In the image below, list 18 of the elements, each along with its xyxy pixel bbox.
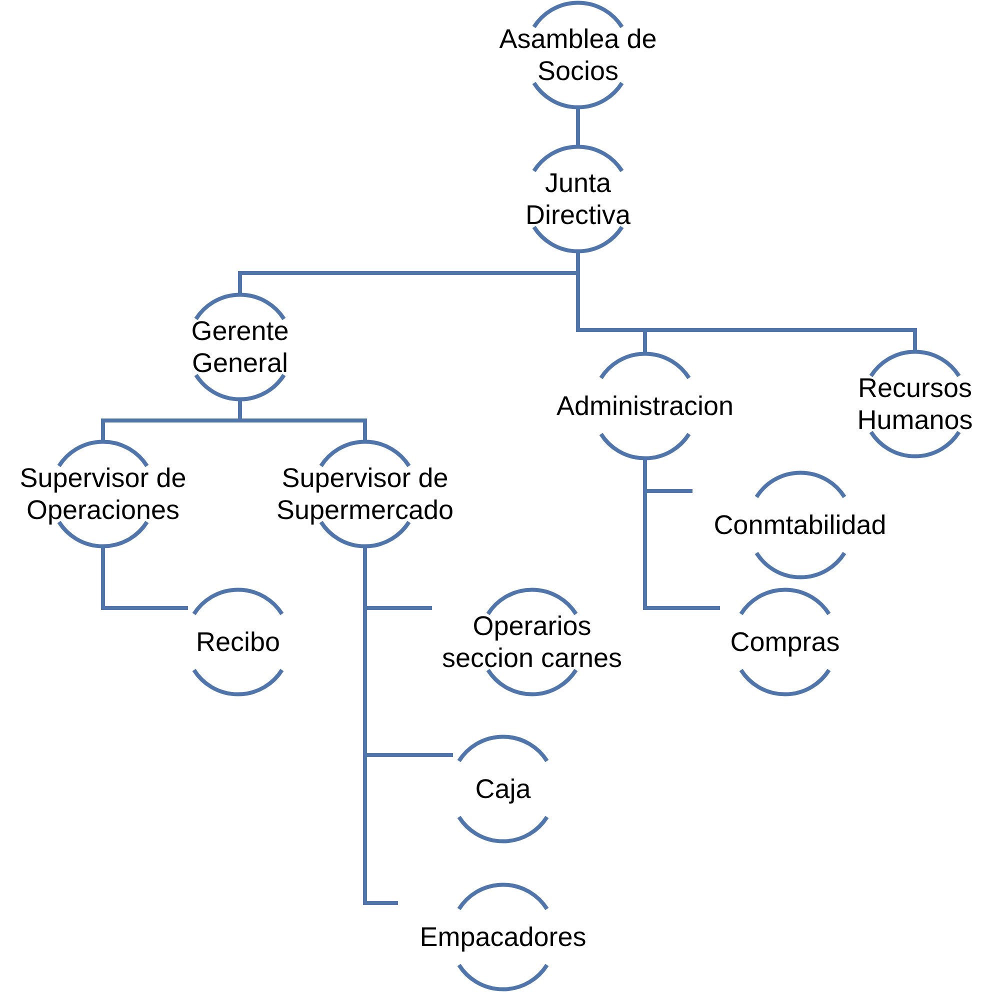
node-label: Junta Directiva <box>524 167 632 231</box>
node-label: Caja <box>475 773 531 805</box>
connector-line <box>643 458 720 610</box>
node-label: Recursos Humanos <box>856 372 974 436</box>
connector-line <box>363 546 398 905</box>
node-label: Administracion <box>556 390 734 422</box>
node-label: Empacadores <box>420 921 586 953</box>
connector-line <box>101 546 188 610</box>
node-label: Asamblea de Socios <box>498 23 658 87</box>
node-label: Supervisor de Operaciones <box>18 462 188 526</box>
node-label: Recibo <box>196 626 280 658</box>
node-label: Operarios seccion carnes <box>440 610 624 674</box>
node-label: Gerente General <box>190 315 290 379</box>
node-label: Compras <box>730 626 840 658</box>
node-label: Supervisor de Supermercado <box>275 462 455 526</box>
connector-line <box>576 251 917 352</box>
node-label: Conmtabilidad <box>714 509 886 541</box>
connector-line <box>576 107 580 147</box>
